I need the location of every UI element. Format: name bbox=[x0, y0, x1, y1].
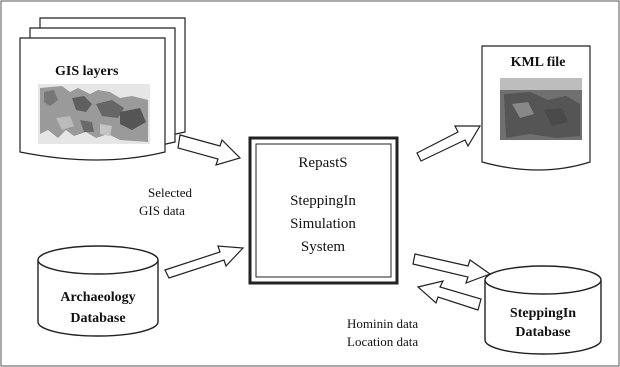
archaeology-line-1: Archaeology bbox=[60, 290, 135, 305]
arrow-steppingin-db-to-system bbox=[416, 280, 482, 311]
arrow-system-to-steppingin-db bbox=[412, 253, 492, 285]
steppingin-database-node: SteppingIn Database bbox=[484, 265, 602, 355]
repasts-simulation-box: RepastS SteppingIn Simulation System bbox=[248, 136, 399, 285]
gis-title: GIS layers bbox=[55, 64, 119, 79]
europe-map-image bbox=[38, 84, 150, 144]
kml-file-node: KML file bbox=[481, 45, 591, 171]
selected-gis-label-1: Selected bbox=[148, 185, 193, 200]
center-line-4: System bbox=[301, 239, 346, 255]
kml-title: KML file bbox=[511, 55, 566, 70]
archaeology-database-node: Archaeology Database bbox=[37, 245, 159, 337]
steppingin-db-line-1: SteppingIn bbox=[510, 306, 576, 321]
hominin-data-label: Hominin data bbox=[347, 316, 418, 331]
location-data-label: Location data bbox=[347, 334, 418, 349]
kml-map-image bbox=[500, 78, 582, 140]
arrow-archaeology-to-system bbox=[164, 245, 245, 279]
steppingin-db-line-2: Database bbox=[515, 325, 570, 340]
center-line-2: SteppingIn bbox=[290, 193, 356, 209]
gis-layers-node: GIS layers bbox=[19, 17, 186, 161]
center-line-1: RepastS bbox=[298, 155, 347, 171]
center-line-3: Simulation bbox=[290, 216, 356, 232]
archaeology-line-2: Database bbox=[70, 311, 125, 326]
arrow-system-to-kml bbox=[416, 125, 482, 162]
selected-gis-label-2: GIS data bbox=[139, 203, 185, 218]
arrow-gis-to-system bbox=[177, 134, 242, 166]
